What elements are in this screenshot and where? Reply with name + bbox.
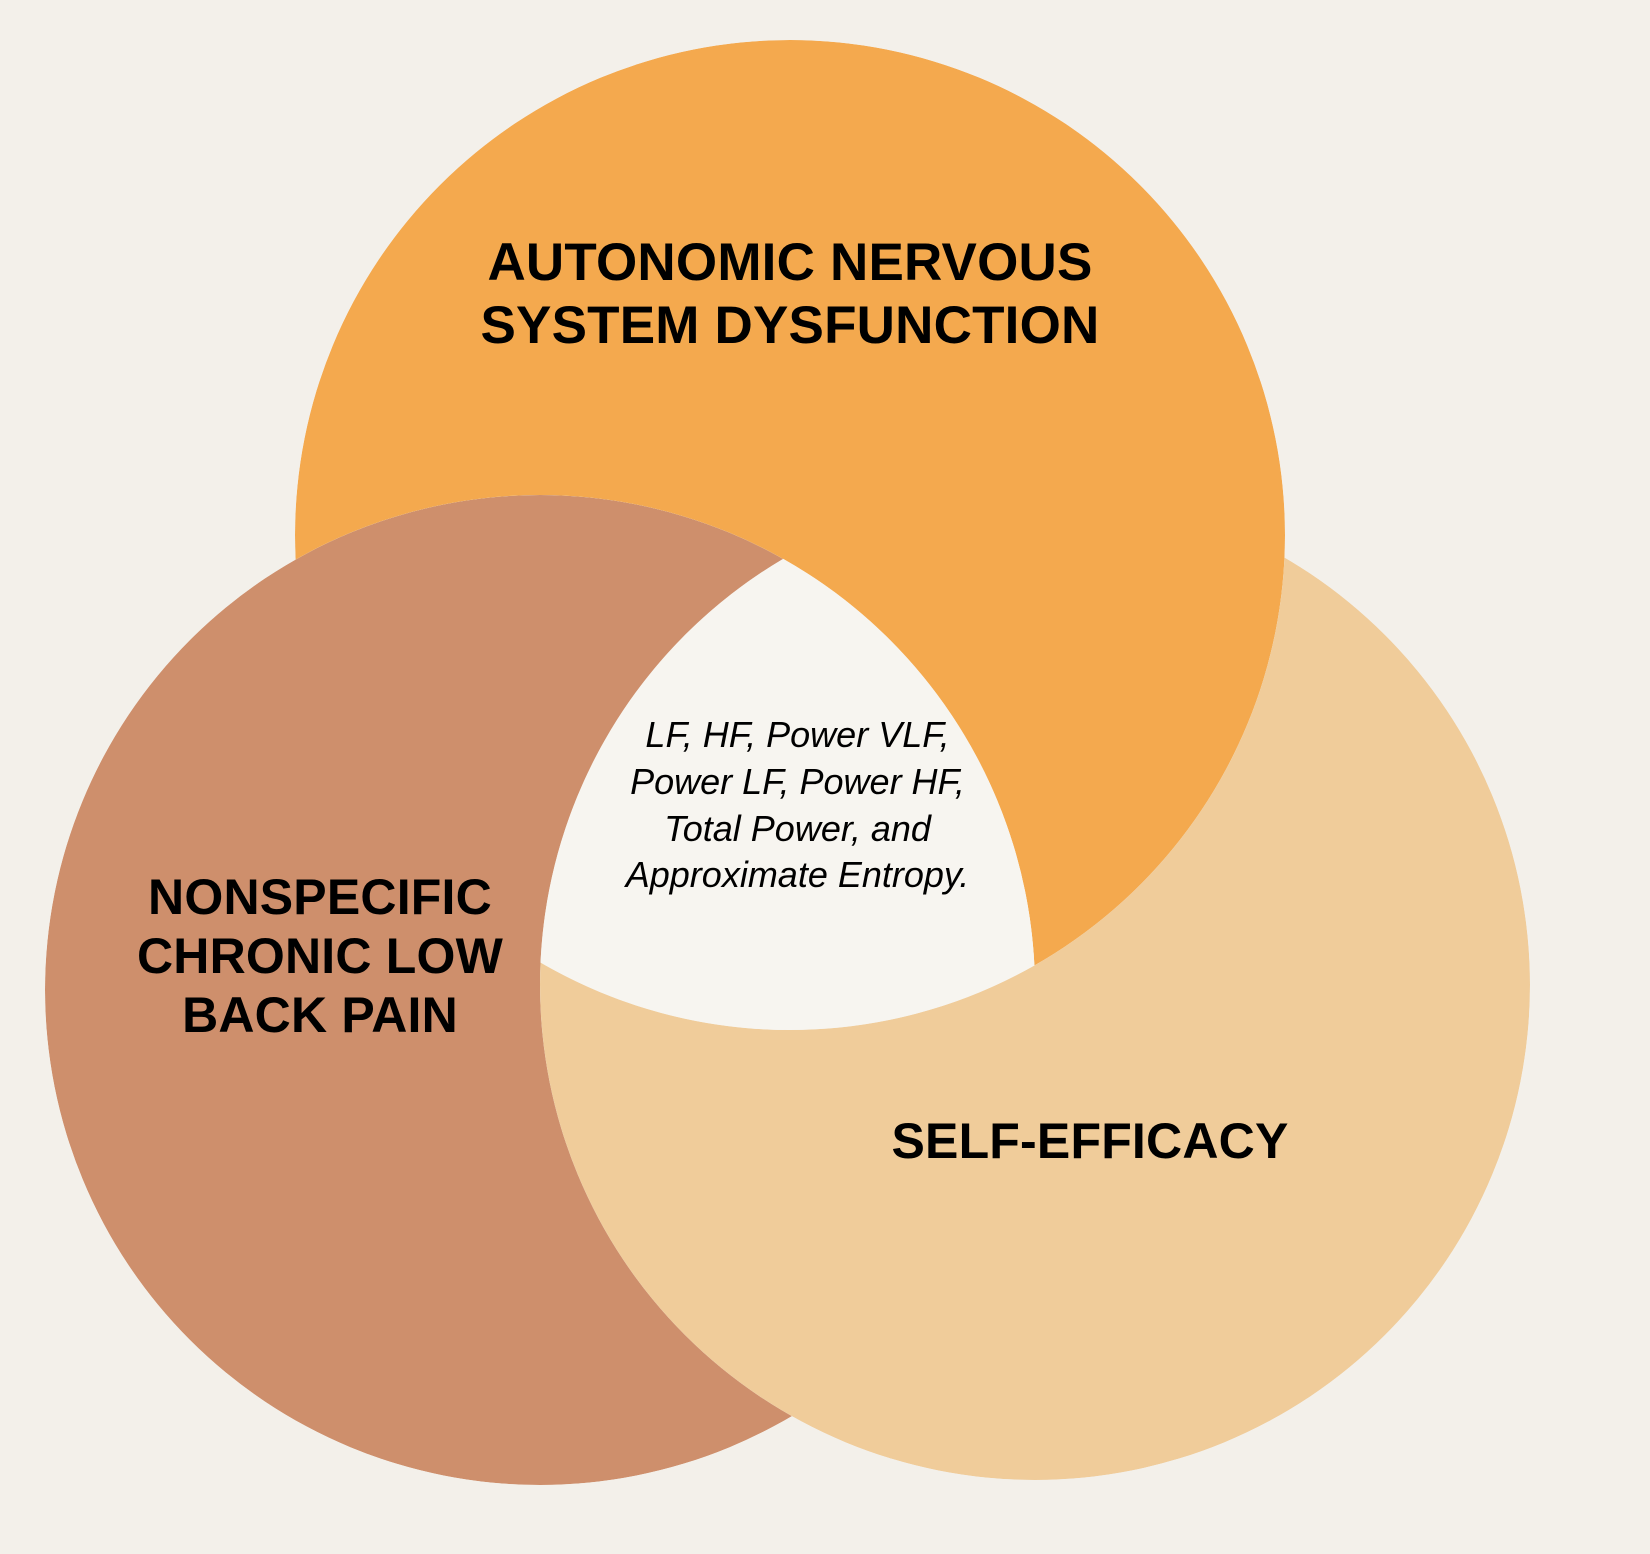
venn-circles-graphic	[45, 40, 1530, 1485]
venn-diagram: AUTONOMIC NERVOUS SYSTEM DYSFUNCTION NON…	[45, 40, 1530, 1485]
